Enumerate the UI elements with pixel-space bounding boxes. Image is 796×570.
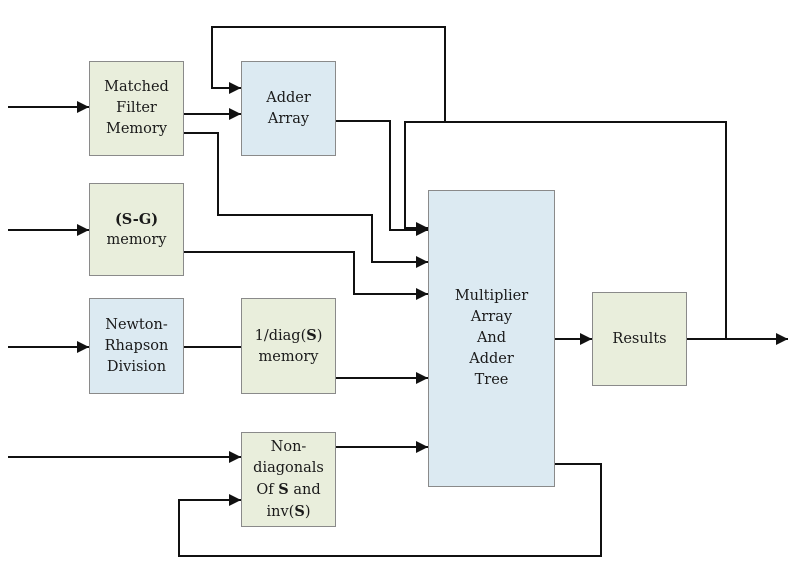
- nondiagonals-line3-symbol: S: [278, 480, 289, 498]
- sg-memory-block: (S-G) memory: [89, 183, 184, 276]
- multiplier-label-line-1: Multiplier: [454, 288, 529, 304]
- nondiagonals-block: Non- diagonals Of S and inv(S): [241, 432, 336, 527]
- adder-array-label-line-1: Adder: [266, 89, 311, 106]
- matched-filter-memory-block: Matched Filter Memory: [89, 61, 184, 156]
- newton-raphson-label-line-3: Division: [106, 358, 167, 375]
- matched-filter-label-line-2: Filter: [116, 100, 157, 116]
- inv-diag-memory-block: 1/diag(S) memory: [241, 298, 336, 394]
- nondiagonals-line4-prefix: inv(: [266, 503, 295, 520]
- results-block: Results: [592, 292, 687, 386]
- nondiagonals-line4-symbol: S: [294, 502, 305, 520]
- adder-array-block: Adder Array: [241, 61, 336, 156]
- nondiagonals-line3-prefix: Of: [256, 481, 279, 498]
- multiplier-label-line-2: Array: [470, 309, 513, 325]
- multiplier-adder-tree-block: Multiplier Array And Adder Tree: [428, 190, 555, 487]
- wire-adder-to-multiplier: [336, 120, 428, 236]
- multiplier-label-line-5: Tree: [474, 372, 509, 388]
- matched-filter-label-line-1: Matched: [104, 79, 169, 95]
- inv-diag-label-line-1: 1/diag(S): [255, 325, 323, 347]
- nondiagonals-line3-suffix: and: [288, 481, 321, 498]
- inv-diag-suffix: ): [316, 327, 323, 344]
- results-label: Results: [612, 330, 667, 347]
- sg-memory-label-line-2: memory: [106, 231, 167, 248]
- wire-feedback-to-adder: [211, 26, 446, 122]
- wire-multiplier-to-nondiagonals: [178, 463, 602, 557]
- nondiagonals-label-line-4: inv(S): [267, 501, 311, 523]
- nondiagonals-label-line-2: diagonals: [253, 459, 324, 476]
- wire-matched-filter-to-multiplier: [184, 132, 428, 268]
- nondiagonals-label-line-3: Of S and: [256, 479, 320, 501]
- wire-results-feedback-bus: [404, 121, 727, 339]
- nondiagonals-label-line-1: Non-: [270, 438, 307, 455]
- wire-sg-memory-to-multiplier: [184, 251, 428, 300]
- nondiagonals-line4-suffix: ): [304, 503, 311, 520]
- inv-diag-symbol: S: [306, 326, 317, 344]
- sg-memory-label-line-1: (S-G): [114, 210, 159, 228]
- multiplier-label-line-4: Adder: [469, 351, 514, 367]
- newton-raphson-block: Newton- Rhapson Division: [89, 298, 184, 394]
- inv-diag-prefix: 1/diag(: [254, 327, 307, 344]
- newton-raphson-label-line-2: Rhapson: [104, 337, 169, 354]
- inv-diag-label-line-2: memory: [258, 348, 319, 365]
- adder-array-label-line-2: Array: [267, 110, 310, 127]
- multiplier-label-line-3: And: [476, 330, 507, 346]
- matched-filter-label-line-3: Memory: [105, 121, 168, 137]
- newton-raphson-label-line-1: Newton-: [105, 316, 168, 333]
